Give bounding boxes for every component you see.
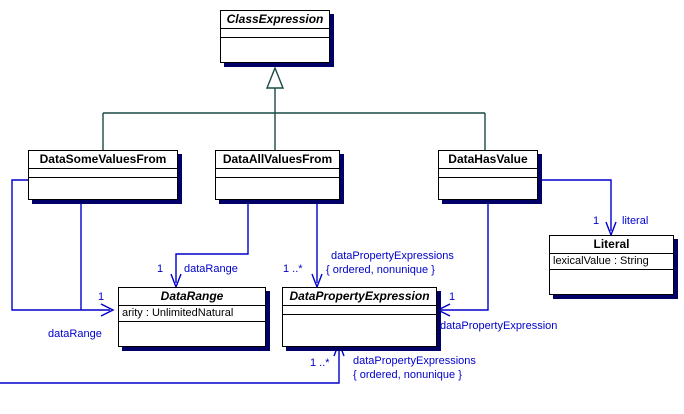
assoc-davf-dpe-arrow: [311, 273, 323, 289]
label-dhv-dpe-role: dataPropertyExpression: [440, 320, 558, 332]
label-davf-dpe-constraint: { ordered, nonunique }: [326, 264, 435, 276]
label-dhv-literal-role: literal: [622, 215, 649, 227]
label-dhv-dpe-multiplicity: 1: [449, 291, 456, 303]
label-davf-datarange-role: dataRange: [184, 263, 238, 275]
class-box-literal[interactable]: Literal lexicalValue : String: [549, 235, 674, 295]
class-name-class-expression: ClassExpression: [221, 11, 329, 29]
class-attributes-class-expression: [221, 29, 329, 38]
class-attributes-data-has-value: [439, 169, 537, 178]
assoc-dhv-dpe-arrow: [436, 303, 451, 317]
class-operations-class-expression: [221, 38, 329, 56]
label-davf-dpe-multiplicity: 1 ..*: [283, 263, 303, 275]
class-operations-data-property-expression: [283, 315, 436, 333]
class-name-data-property-expression: DataPropertyExpression: [283, 288, 436, 306]
label-davf-datarange-multiplicity: 1: [157, 263, 164, 275]
label-davf-dpe-role: dataPropertyExpressions: [331, 250, 454, 262]
class-attribute-arity: arity : UnlimitedNatural: [119, 306, 265, 322]
assoc-dsvf-datarange-arrow: [100, 303, 115, 317]
class-box-data-has-value[interactable]: DataHasValue: [438, 150, 538, 200]
class-name-data-all-values-from: DataAllValuesFrom: [216, 151, 339, 169]
class-box-data-property-expression[interactable]: DataPropertyExpression: [282, 287, 437, 347]
class-box-data-all-values-from[interactable]: DataAllValuesFrom: [215, 150, 340, 200]
class-box-class-expression[interactable]: ClassExpression: [220, 10, 330, 63]
class-name-literal: Literal: [550, 236, 673, 254]
class-name-data-some-values-from: DataSomeValuesFrom: [29, 151, 177, 169]
assoc-dpe-self: [0, 347, 340, 384]
class-name-data-has-value: DataHasValue: [439, 151, 537, 169]
class-attribute-lexical-value: lexicalValue : String: [550, 254, 673, 270]
class-attributes-data-property-expression: [283, 306, 436, 315]
assoc-davf-datarange-arrow: [170, 273, 182, 289]
association-group: [0, 179, 617, 384]
assoc-dhv-literal-arrow: [605, 221, 617, 237]
label-dpe-self-role: dataPropertyExpressions: [353, 355, 476, 367]
class-box-data-some-values-from[interactable]: DataSomeValuesFrom: [28, 150, 178, 200]
label-dhv-literal-multiplicity: 1: [593, 215, 600, 227]
class-attributes-data-some-values-from: [29, 169, 177, 178]
class-name-data-range: DataRange: [119, 288, 265, 306]
class-operations-data-range: [119, 322, 265, 340]
label-dpe-self-multiplicity: 1 ..*: [310, 357, 330, 369]
class-operations-data-has-value: [439, 178, 537, 196]
class-box-data-range[interactable]: DataRange arity : UnlimitedNatural: [118, 287, 266, 347]
class-operations-literal: [550, 270, 673, 288]
label-dpe-self-constraint: { ordered, nonunique }: [353, 369, 462, 381]
generalization-arrowhead: [265, 66, 285, 89]
generalization-group: [102, 66, 486, 150]
label-dsvf-datarange-role: dataRange: [48, 328, 102, 340]
class-attributes-data-all-values-from: [216, 169, 339, 178]
class-operations-data-some-values-from: [29, 178, 177, 196]
assoc-dhv-literal: [538, 179, 612, 231]
label-dsvf-datarange-multiplicity: 1: [98, 291, 105, 303]
class-operations-data-all-values-from: [216, 178, 339, 196]
